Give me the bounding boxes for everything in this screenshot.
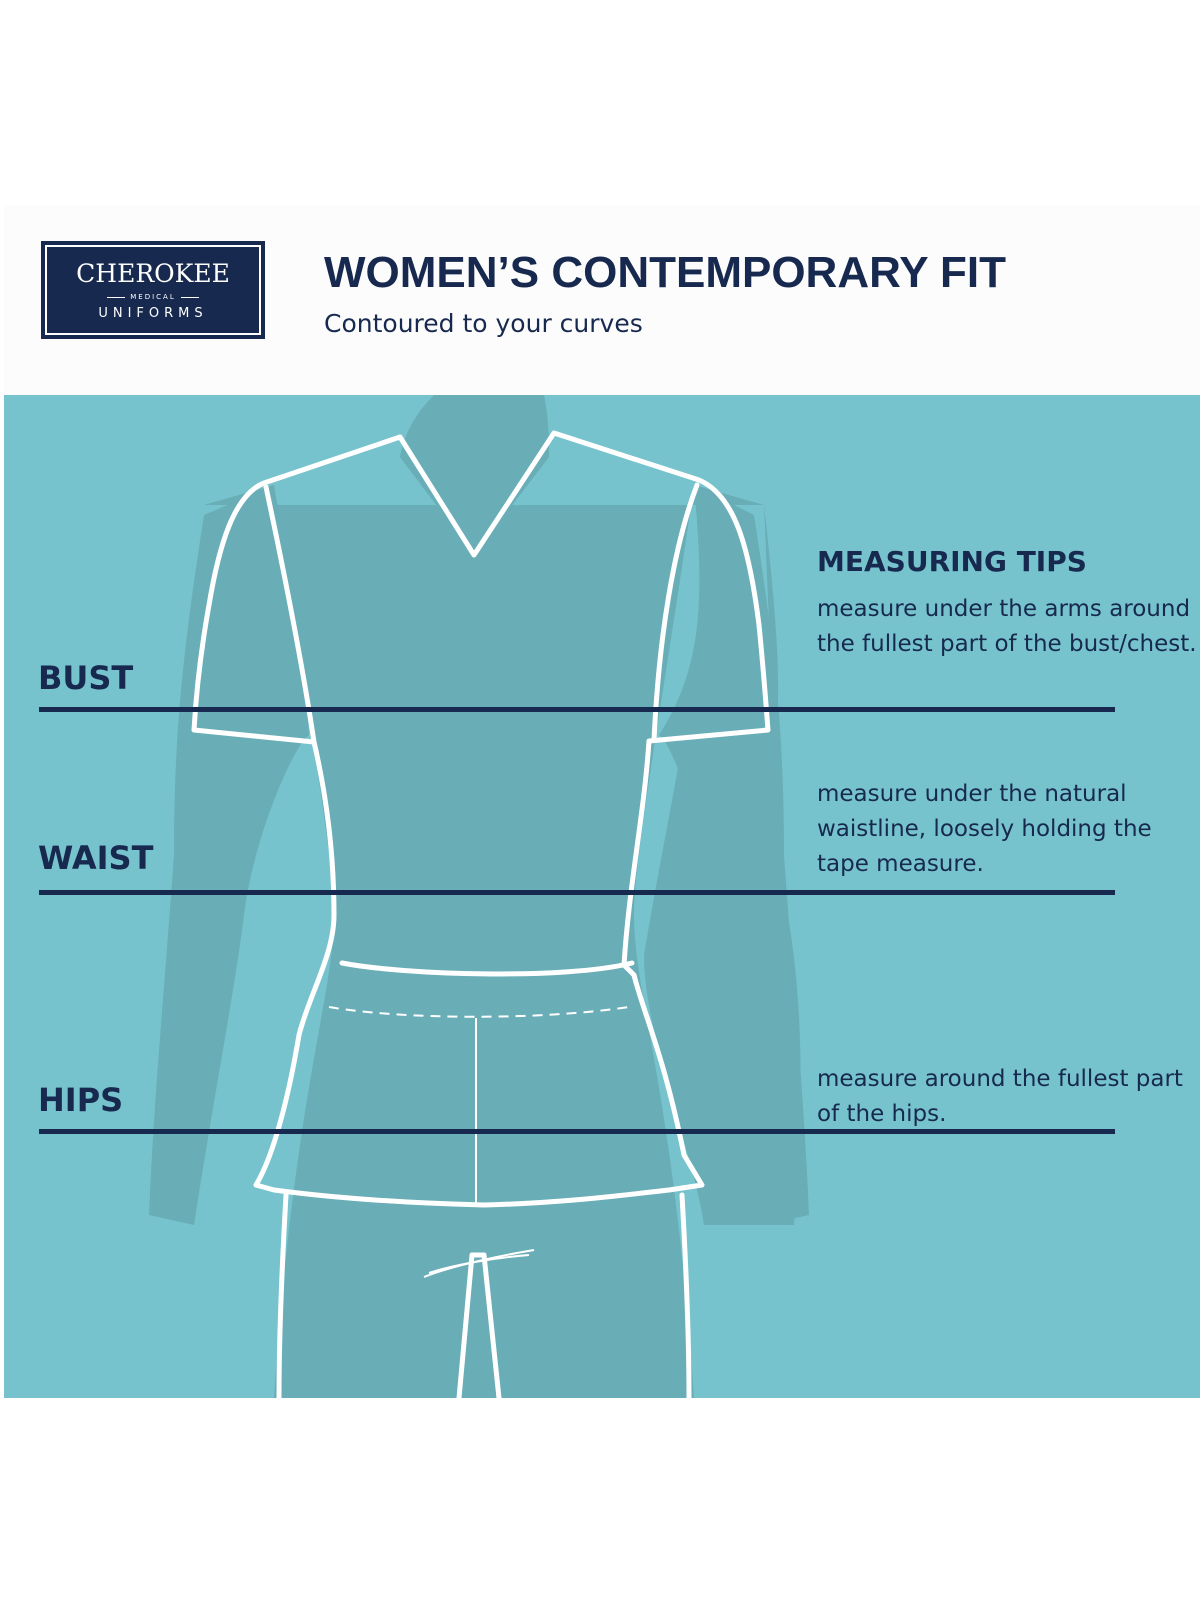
pant-dashed-seam (328, 1006, 630, 1018)
left-sleeve-seam (263, 484, 317, 745)
measurement-panel: BUST WAIST HIPS MEASURING TIPS measure u… (4, 395, 1200, 1398)
bust-label: BUST (38, 659, 134, 697)
logo-brand-sub: MEDICAL (47, 293, 259, 301)
waist-measure-line (39, 890, 1115, 895)
left-leg-outline (276, 1192, 289, 1398)
bust-measure-line (39, 707, 1115, 712)
page-title: WOMEN’S CONTEMPORARY FIT (324, 248, 1006, 297)
right-arm-silhouette (659, 485, 809, 1225)
shirt-outline (191, 430, 771, 1208)
right-leg-outline (679, 1192, 692, 1398)
waist-label: WAIST (38, 839, 154, 877)
left-arm-silhouette (149, 485, 309, 1225)
head-neck-silhouette (400, 395, 549, 555)
right-sleeve-seam (651, 482, 700, 743)
logo-brand-name: CHEROKEE (76, 259, 230, 288)
hips-label: HIPS (38, 1081, 124, 1119)
waist-tip: measure under the natural waistline, loo… (817, 781, 1152, 877)
waistband-outline (339, 960, 635, 977)
crotch-stitch-b (428, 1254, 530, 1274)
page-subtitle: Contoured to your curves (324, 309, 643, 338)
logo-frame: CHEROKEE MEDICAL UNIFORMS (45, 245, 261, 335)
body-figure-illustration (149, 395, 809, 1398)
hips-measure-line (39, 1129, 1115, 1134)
bust-tip: measure under the arms around the fulles… (817, 596, 1197, 657)
logo-brand-line: UNIFORMS (98, 306, 208, 321)
inseam-outline (456, 1252, 502, 1398)
torso-silhouette (204, 485, 801, 1398)
measuring-tips-heading: MEASURING TIPS (817, 545, 1087, 578)
leg-divider-silhouette (454, 1238, 504, 1398)
hips-tip: measure around the fullest part of the h… (817, 1066, 1183, 1127)
brand-logo: CHEROKEE MEDICAL UNIFORMS (41, 241, 265, 339)
